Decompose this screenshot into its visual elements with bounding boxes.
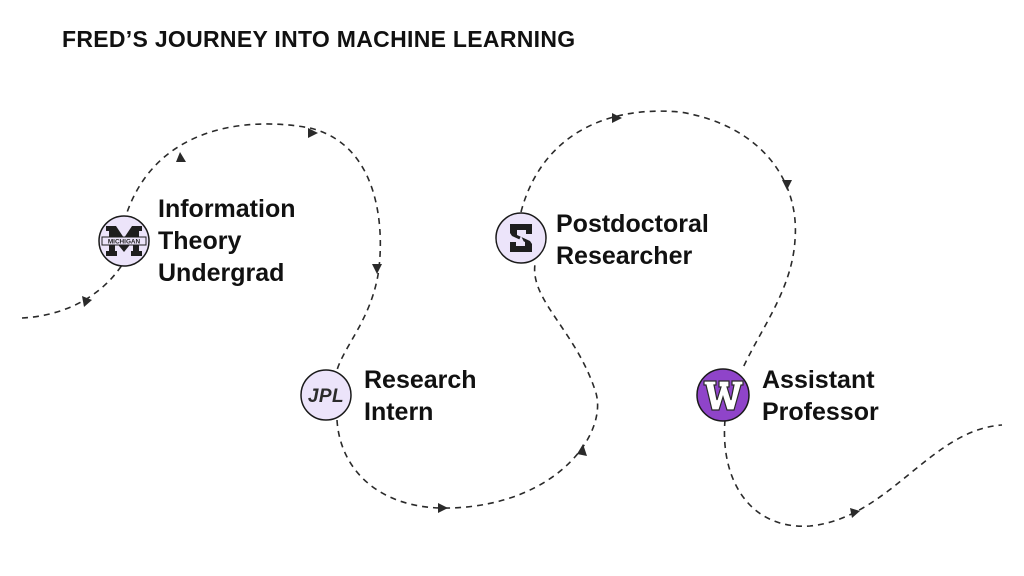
page-title: FRED’S JOURNEY INTO MACHINE LEARNING [62,26,576,52]
stanford-s-icon [510,224,532,252]
arrow-marker [176,152,186,162]
step-label-line: Assistant [762,366,875,394]
step-label-line: Information [158,195,296,223]
jpl-logo-icon: JPL [308,386,344,407]
arrow-marker [372,264,382,274]
step-label-stanford: Postdoctoral Researcher [556,208,709,272]
michigan-badge: MICHIGAN [98,215,150,267]
journey-path-segment-start [21,261,125,319]
arrow-marker [308,128,318,138]
michigan-wordmark: MICHIGAN [108,239,141,246]
step-label-line: Postdoctoral [556,210,709,238]
wisconsin-w-icon [703,380,744,411]
stanford-badge [495,212,547,264]
step-label-line: Research [364,366,477,394]
arrow-marker [782,180,792,190]
journey-path-segment-michigan-to-jpl [123,123,382,371]
step-label-line: Researcher [556,242,693,270]
step-label-line: Theory [158,227,242,255]
arrow-marker [577,444,587,456]
arrow-marker [612,113,622,123]
step-label-michigan: Information Theory Undergrad [158,193,296,289]
arrow-marker [82,296,92,307]
arrow-marker [850,508,860,518]
step-label-line: Undergrad [158,259,285,287]
wisconsin-badge [696,368,750,422]
jpl-badge: JPL [300,369,352,421]
step-label-line: Intern [364,398,434,426]
journey-path-segment-end [723,419,1003,527]
step-label-jpl: Research Intern [364,364,477,428]
step-label-line: Professor [762,398,879,426]
michigan-block-m-icon: MICHIGAN [101,226,147,256]
arrow-marker [438,503,448,513]
step-label-wisconsin: Assistant Professor [762,364,879,428]
